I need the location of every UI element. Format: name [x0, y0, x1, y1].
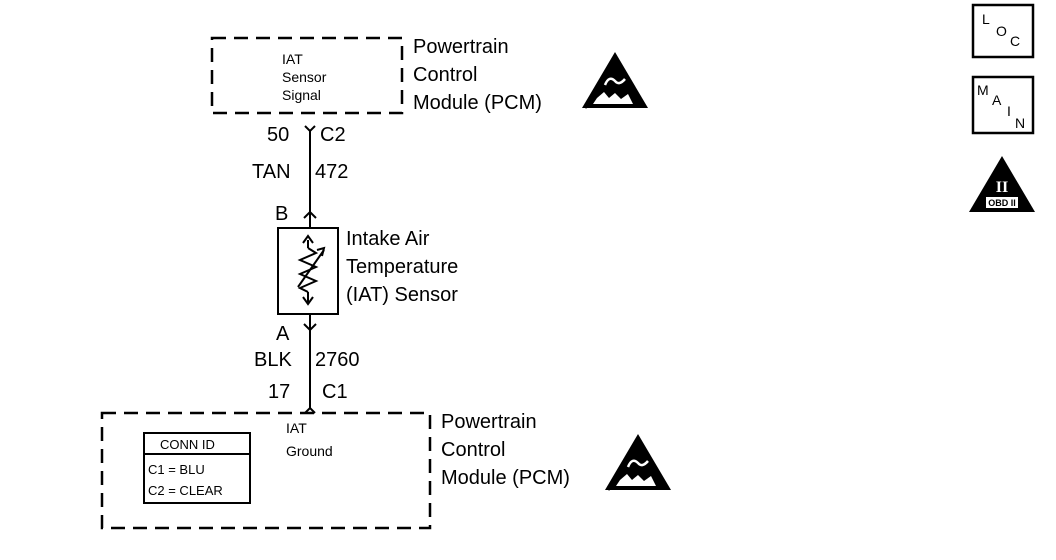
loc-letter-l: L — [982, 11, 990, 27]
sensor-name-2: Temperature — [346, 256, 458, 278]
esd-warning-icon — [582, 52, 648, 109]
main-letter-i: I — [1007, 103, 1011, 119]
top-connector: 50 C2 — [267, 124, 346, 146]
bottom-pcm-group: IAT Ground CONN ID C1 = BLU C2 = CLEAR P… — [100, 411, 671, 530]
main-letter-a: A — [992, 92, 1002, 108]
loc-letter-o: O — [996, 23, 1007, 39]
sensor-name-3: (IAT) Sensor — [346, 284, 458, 306]
bottom-pcm-name-1: Powertrain — [441, 411, 537, 433]
esd-warning-icon — [605, 434, 671, 491]
conn-id-table: CONN ID C1 = BLU C2 = CLEAR — [143, 432, 251, 504]
obd-numeral: II — [996, 179, 1008, 196]
top-signal-label-1: IAT — [282, 51, 303, 67]
bottom-connector: 17 C1 — [268, 381, 348, 414]
conn-id-line-1: C1 = BLU — [148, 462, 205, 477]
bottom-pcm-dashed-box — [100, 411, 432, 530]
bottom-pcm-name-2: Control — [441, 439, 505, 461]
main-icon[interactable]: M A I N — [971, 75, 1035, 135]
loc-icon[interactable]: L O C — [971, 3, 1035, 59]
conn-id-title: CONN ID — [160, 437, 215, 452]
bottom-connector-id: C1 — [322, 381, 348, 403]
top-pcm-name-2: Control — [413, 64, 477, 86]
top-pcm-name-1: Powertrain — [413, 36, 509, 58]
obd-label: OBD II — [988, 198, 1016, 208]
obd-ii-icon[interactable]: II OBD II — [969, 156, 1035, 212]
top-signal-label-2: Sensor — [282, 69, 327, 85]
top-pcm-dashed-box — [210, 36, 404, 115]
bottom-wire-color: BLK — [254, 349, 292, 371]
top-connector-pin: 50 — [267, 124, 289, 146]
conn-id-line-2: C2 = CLEAR — [148, 483, 223, 498]
bottom-ground-label-2: Ground — [286, 443, 333, 459]
bottom-ground-label-1: IAT — [286, 420, 307, 436]
top-pcm-group: IAT Sensor Signal Powertrain Control Mod… — [210, 36, 648, 115]
sensor-name-1: Intake Air — [346, 228, 430, 250]
top-wire-circuit: 472 — [315, 161, 348, 183]
top-pcm-name-3: Module (PCM) — [413, 92, 542, 114]
top-connector-symbol — [304, 125, 316, 133]
sensor-pin-a: A — [276, 323, 290, 345]
top-wire-color: TAN — [252, 161, 291, 183]
loc-letter-c: C — [1010, 33, 1020, 49]
bottom-wire-circuit: 2760 — [315, 349, 360, 371]
bottom-connector-symbol — [304, 406, 316, 414]
thermistor-icon — [297, 234, 326, 306]
top-signal-label-3: Signal — [282, 87, 321, 103]
sensor-pin-b: B — [275, 203, 288, 225]
main-letter-n: N — [1015, 115, 1025, 131]
top-connector-id: C2 — [320, 124, 346, 146]
bottom-connector-pin: 17 — [268, 381, 290, 403]
bottom-pcm-name-3: Module (PCM) — [441, 467, 570, 489]
main-letter-m: M — [977, 82, 989, 98]
iat-sensor: Intake Air Temperature (IAT) Sensor — [277, 227, 458, 315]
